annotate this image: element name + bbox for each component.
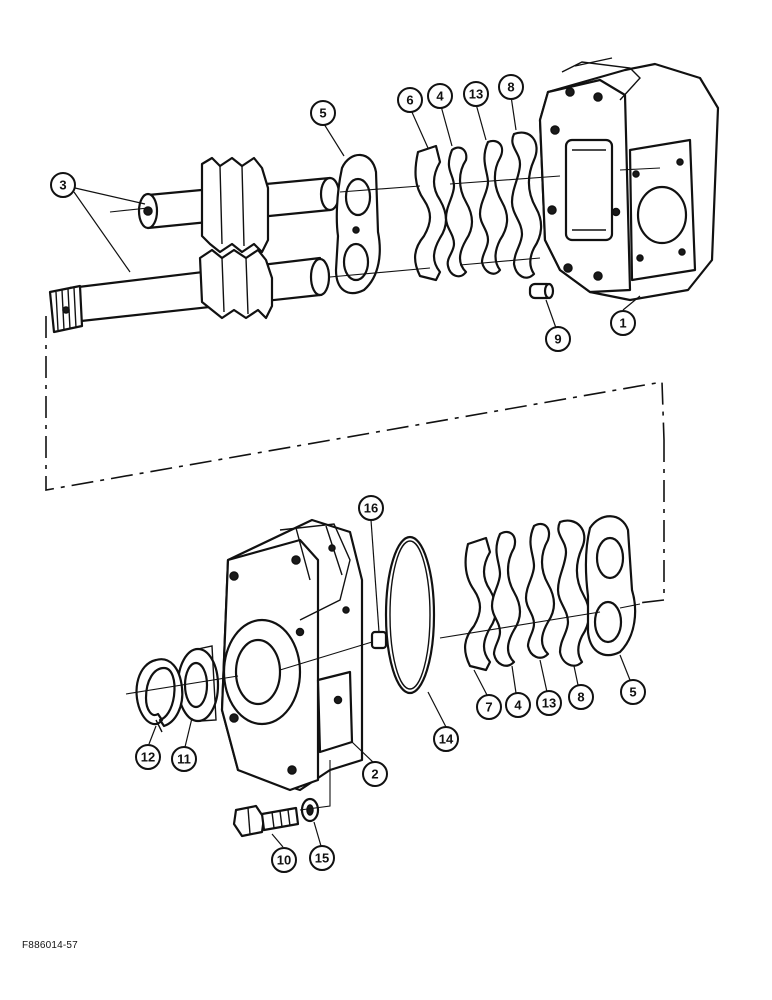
callout-8-bottom: 8 — [568, 684, 594, 710]
svg-text:4: 4 — [436, 89, 444, 104]
svg-text:3: 3 — [59, 178, 66, 193]
svg-text:11: 11 — [177, 752, 191, 767]
svg-text:5: 5 — [319, 106, 326, 121]
assembly-path-line — [45, 316, 665, 491]
svg-text:13: 13 — [542, 696, 556, 711]
callout-12: 12 — [135, 744, 161, 770]
svg-text:2: 2 — [371, 767, 378, 782]
dowel-pin — [528, 282, 555, 300]
callout-8-top: 8 — [498, 74, 524, 100]
svg-text:8: 8 — [577, 690, 584, 705]
callout-15: 15 — [309, 845, 335, 871]
bolt-centerline — [299, 760, 331, 811]
wear-plates — [584, 515, 637, 657]
callout-1: 1 — [610, 310, 636, 336]
callout-5-top: 5 — [310, 100, 336, 126]
svg-text:12: 12 — [141, 750, 155, 765]
callout-2: 2 — [362, 761, 388, 787]
callout-4-top: 4 — [427, 83, 453, 109]
bolt — [232, 804, 300, 838]
plug — [370, 630, 388, 650]
svg-text:9: 9 — [554, 332, 561, 347]
callout-9: 9 — [545, 326, 571, 352]
svg-text:7: 7 — [485, 700, 492, 715]
svg-text:4: 4 — [514, 698, 522, 713]
gear-shafts — [48, 156, 341, 334]
callout-13-bottom: 13 — [536, 690, 562, 716]
assembly-path-line-lower — [629, 440, 665, 605]
svg-text:5: 5 — [629, 685, 636, 700]
o-ring — [384, 535, 436, 695]
callout-3: 3 — [50, 172, 76, 198]
seal-and-backup-rings — [464, 519, 591, 672]
svg-text:13: 13 — [469, 87, 483, 102]
shaft-seal — [176, 645, 220, 723]
callout-11: 11 — [171, 746, 197, 772]
svg-text:14: 14 — [439, 732, 454, 747]
callout-7: 7 — [476, 694, 502, 720]
assembly-centerlines-bottom — [125, 603, 641, 695]
svg-text:15: 15 — [315, 851, 329, 866]
snap-ring — [135, 658, 184, 733]
callout-5-bottom: 5 — [620, 679, 646, 705]
washer — [300, 797, 320, 823]
callout-10: 10 — [271, 847, 297, 873]
callout-13-top: 13 — [463, 81, 489, 107]
seal-and-backup-rings — [414, 131, 543, 282]
wear-plates — [334, 153, 381, 295]
svg-text:6: 6 — [406, 93, 413, 108]
svg-text:10: 10 — [277, 853, 291, 868]
assembly-centerlines-top — [109, 167, 661, 278]
svg-text:16: 16 — [364, 501, 378, 516]
mounting-flange-cover — [220, 518, 364, 792]
pump-housing — [538, 57, 720, 302]
callout-14: 14 — [433, 726, 459, 752]
figure-id-label: F886014-57 — [22, 940, 78, 951]
callout-6: 6 — [397, 87, 423, 113]
svg-text:1: 1 — [619, 316, 626, 331]
svg-text:8: 8 — [507, 80, 514, 95]
callout-4-bottom: 4 — [505, 692, 531, 718]
callout-16: 16 — [358, 495, 384, 521]
leader-lines — [73, 95, 641, 848]
